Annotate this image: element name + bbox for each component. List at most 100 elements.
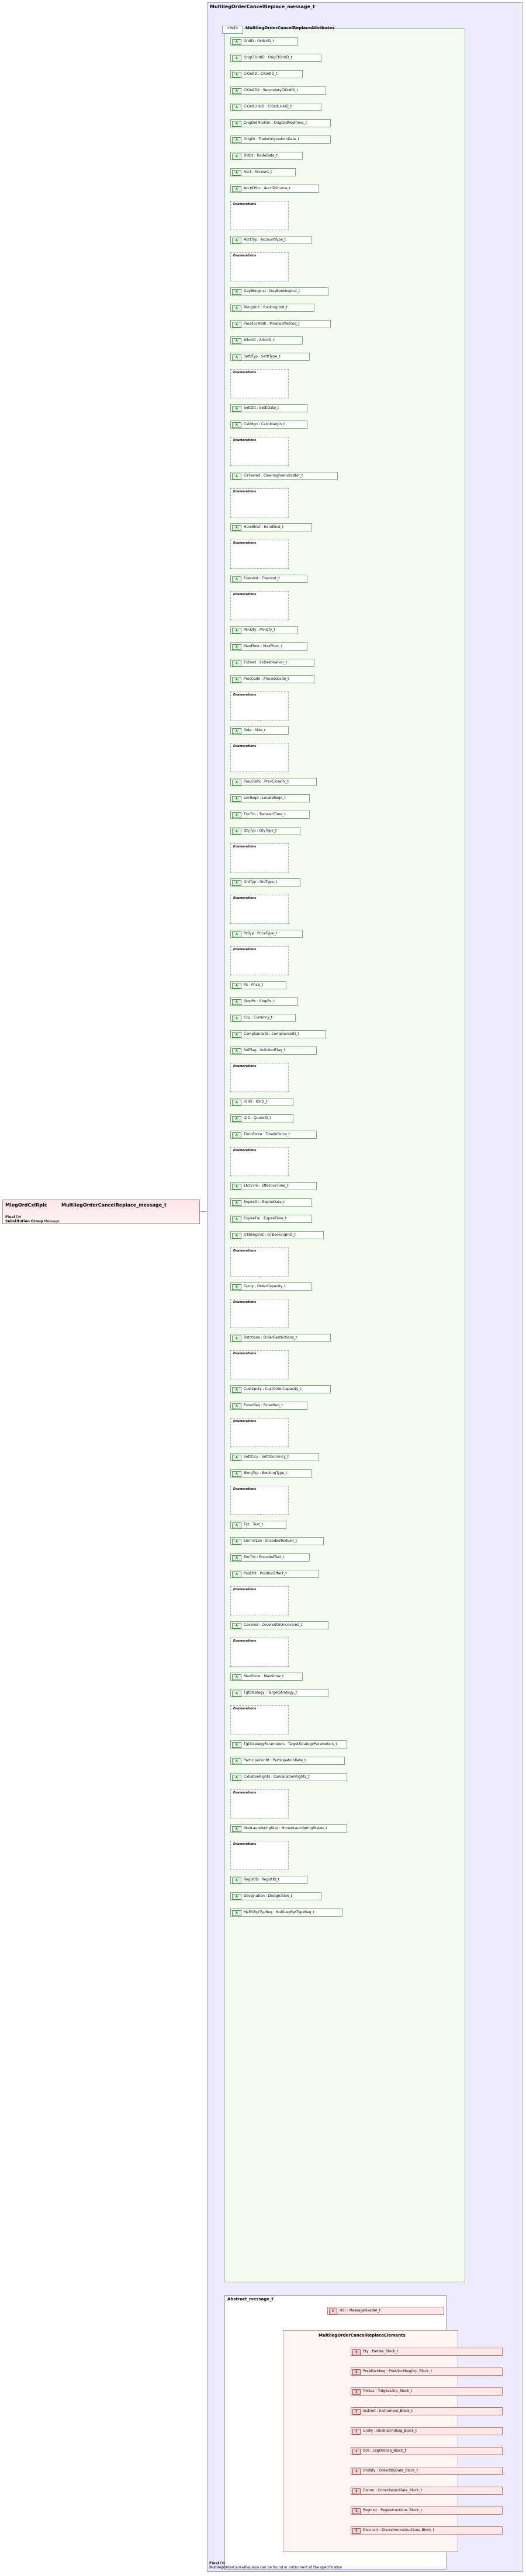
- attribute-icon: A: [232, 338, 241, 344]
- attribute-icon: A: [232, 154, 241, 159]
- attribute-label: BkngTyp : BookingType_t: [244, 1471, 288, 1475]
- attribute-icon: A: [232, 305, 241, 311]
- attribute-icon: A: [232, 1184, 241, 1190]
- attribute-icon: A: [232, 1910, 241, 1916]
- enumerations-box: Enumerations: [230, 201, 289, 230]
- root-element[interactable]: MlegOrdCxlRplc Final DH Substitution Gro…: [2, 1200, 200, 1224]
- enumerations-box: Enumerations: [230, 1247, 289, 1277]
- attribute-label: Rstctions : OrderRestrictions_t: [244, 1336, 297, 1340]
- enumerations-label: Enumerations: [233, 1843, 257, 1846]
- elements-group-frame: MultilegOrderCancelReplaceElements: [283, 2330, 458, 2552]
- attribute-icon: A: [232, 660, 241, 666]
- attribute-label: OrigDt : TradeOriginationDate_t: [244, 137, 299, 141]
- enumerations-box: Enumerations: [230, 488, 289, 517]
- enumerations-box: Enumerations: [230, 1586, 289, 1615]
- element-icon: E: [352, 2369, 361, 2375]
- attribute-icon: A: [232, 728, 241, 734]
- attribute-icon: A: [232, 1894, 241, 1900]
- enumerations-label: Enumerations: [233, 541, 257, 545]
- enumerations-label: Enumerations: [233, 1149, 257, 1152]
- enumerations-label: Enumerations: [233, 896, 257, 900]
- header-element[interactable]: E Hdr : MessageHeader_t: [327, 2307, 444, 2315]
- attribute-label: ExecInst : ExecInst_t: [244, 576, 280, 580]
- attribute-icon: A: [232, 1572, 241, 1577]
- attribute-label: TxnTm : TransactTime_t: [244, 812, 286, 816]
